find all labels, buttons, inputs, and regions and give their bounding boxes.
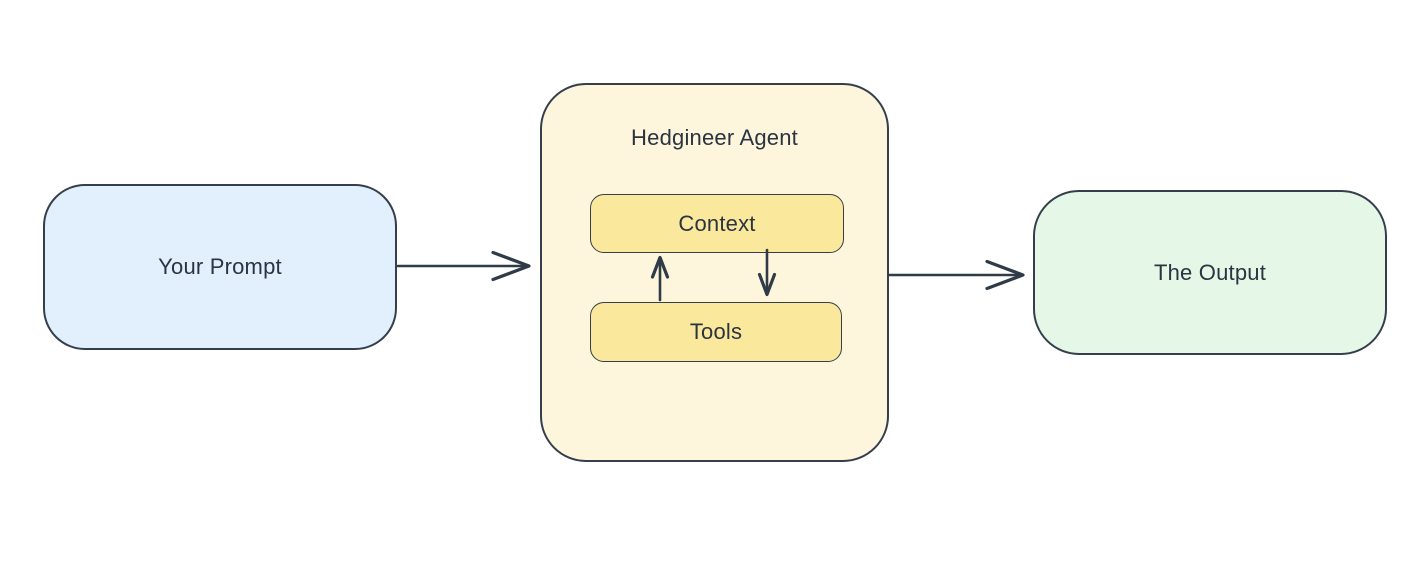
context-node-label: Context — [678, 210, 756, 236]
output-node-label: The Output — [1153, 259, 1267, 285]
context-node: Context — [590, 194, 844, 253]
agent-node-title: Hedgineer Agent — [631, 125, 798, 150]
agent-to-output-arrow — [887, 259, 1025, 291]
agent-node: Hedgineer Agent Context Tools — [540, 83, 889, 462]
tools-node: Tools — [590, 302, 842, 362]
output-node: The Output — [1033, 190, 1387, 355]
prompt-to-agent-arrow — [396, 250, 531, 282]
prompt-node: Your Prompt — [43, 184, 397, 350]
prompt-node-label: Your Prompt — [158, 254, 282, 279]
tools-node-label: Tools — [689, 319, 743, 344]
